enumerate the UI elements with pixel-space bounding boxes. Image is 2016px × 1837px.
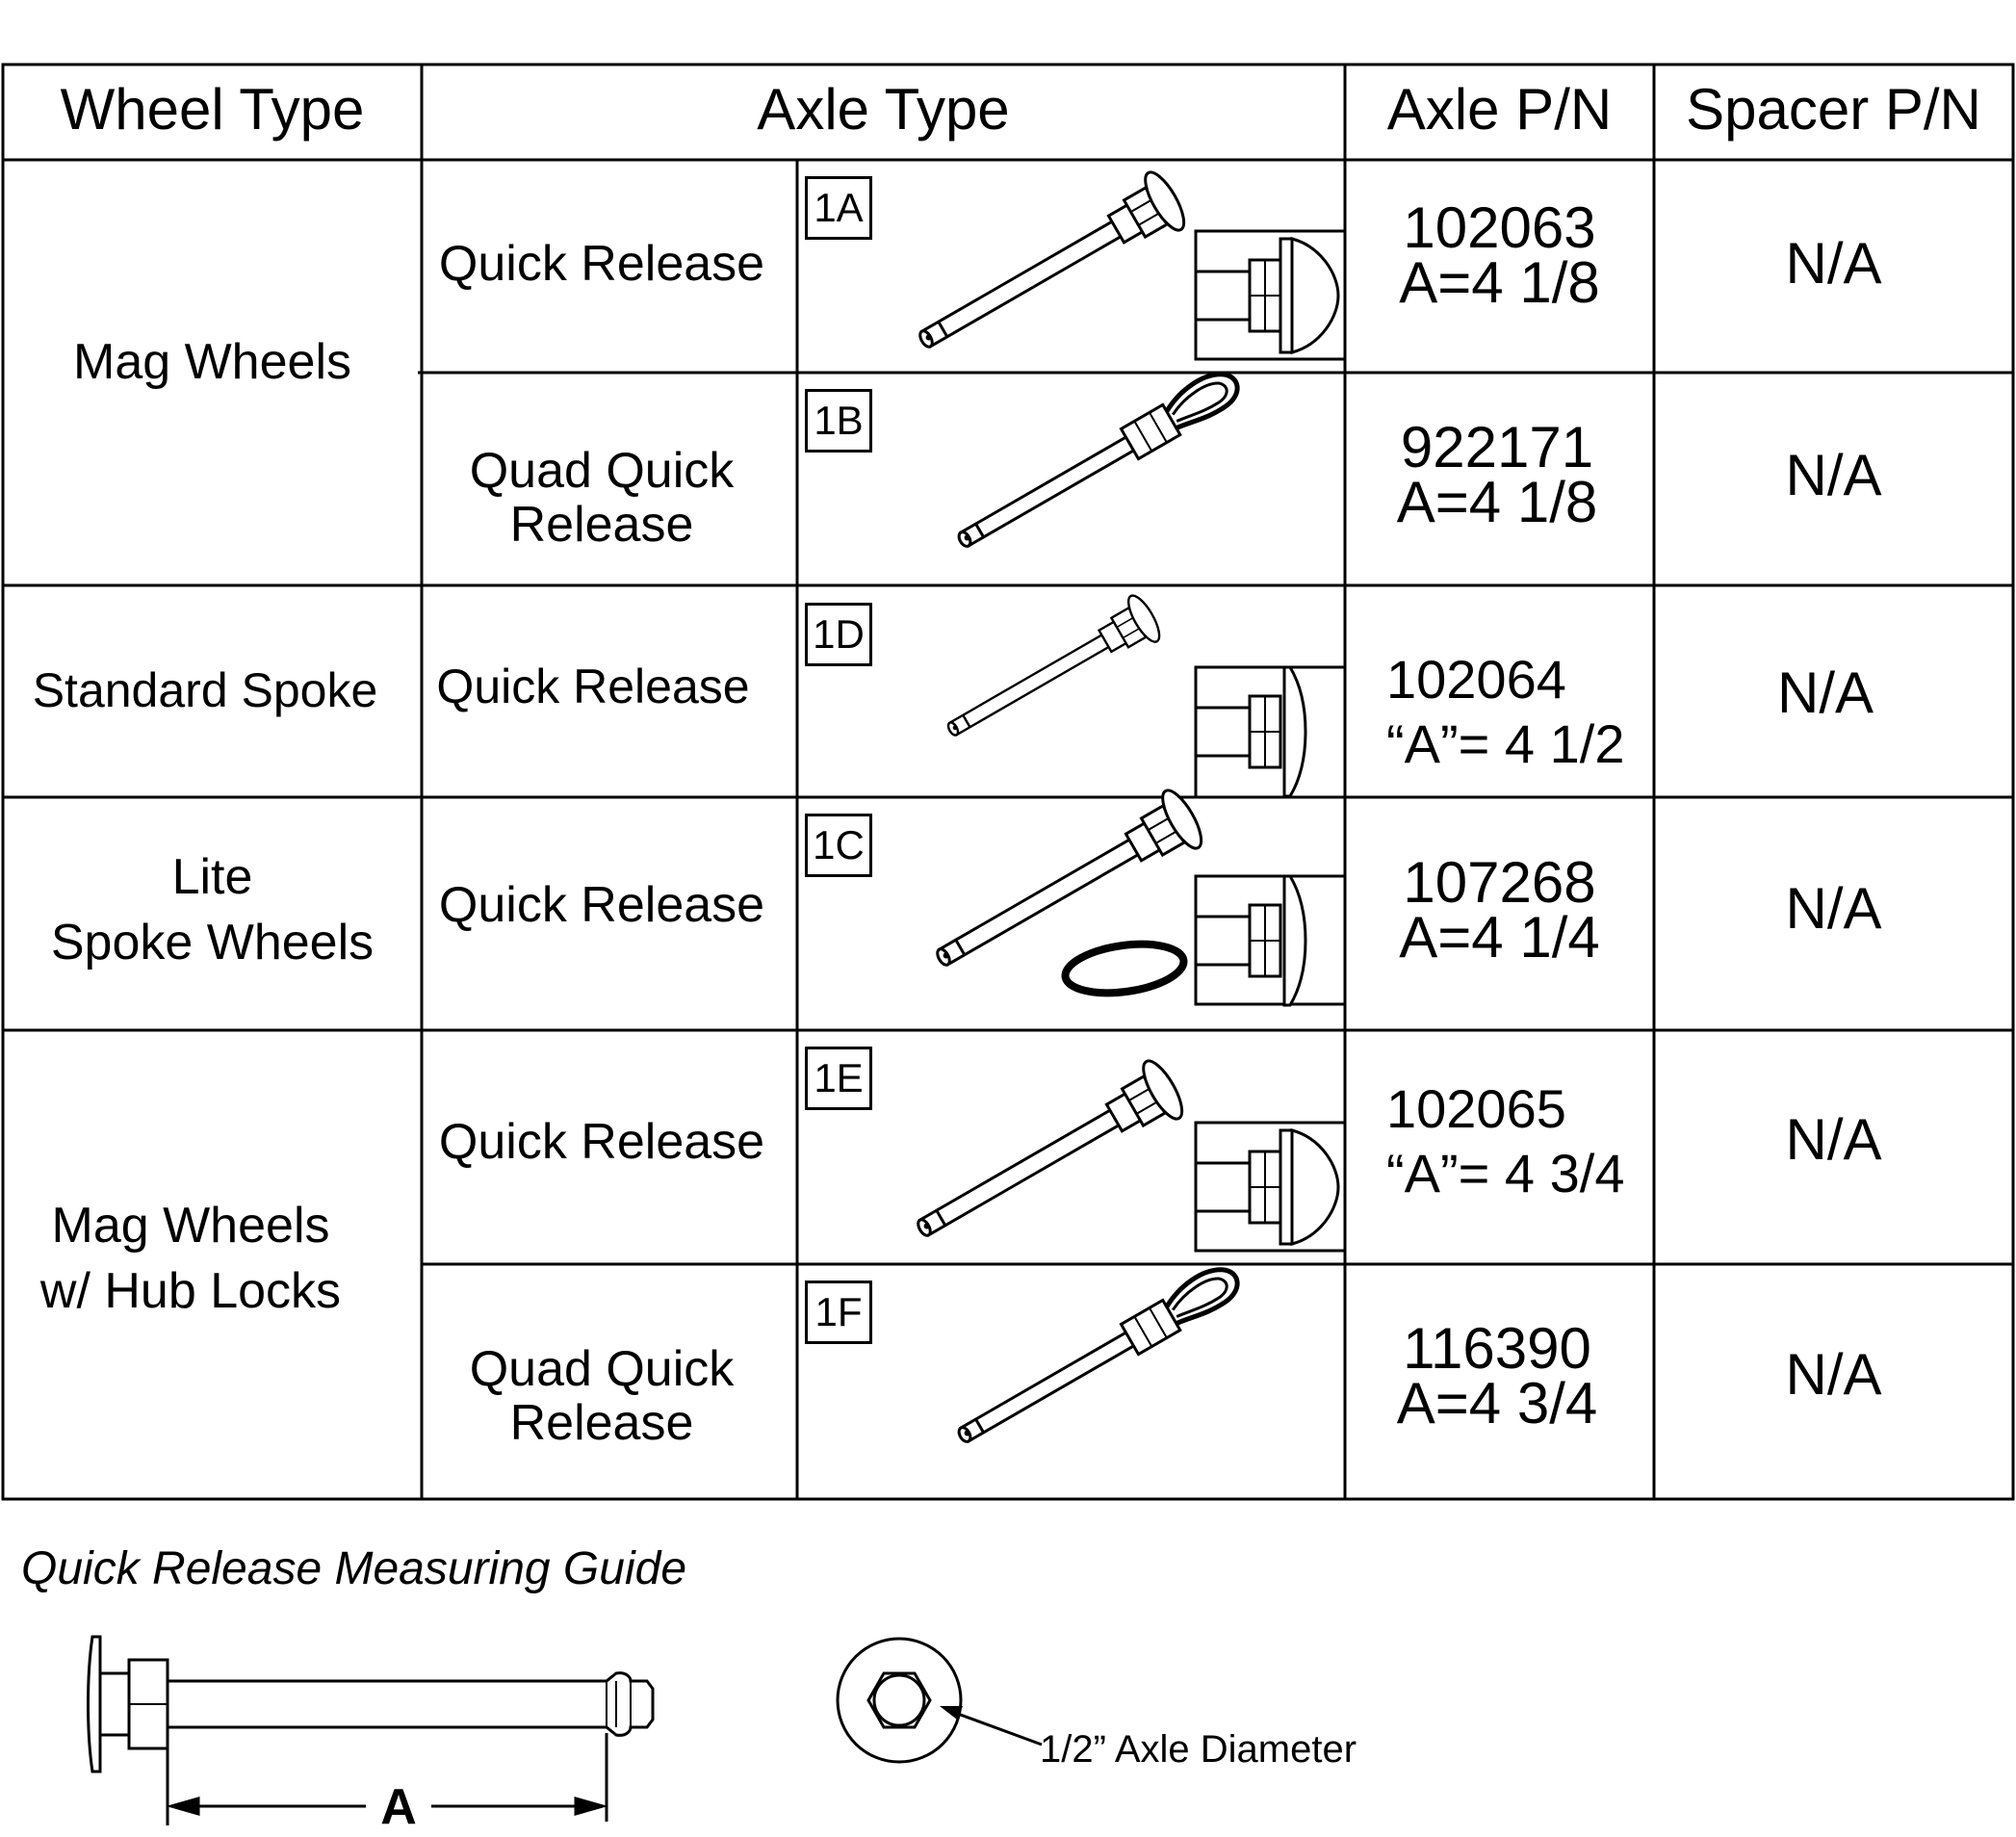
spacer-pn: N/A xyxy=(1785,443,1882,507)
diameter-arrowhead xyxy=(940,1706,963,1720)
spacer-pn: N/A xyxy=(1785,1342,1882,1407)
header-spacer-pn: Spacer P/N xyxy=(1686,77,1981,142)
axle-type-label: Quick Release xyxy=(436,660,750,713)
part-number: 102064 xyxy=(1386,649,1566,710)
axle-code-box: 1B xyxy=(805,389,872,453)
diameter-leader-line xyxy=(946,1708,1043,1746)
axle-code-box: 1A xyxy=(805,176,872,240)
spacer-pn: N/A xyxy=(1785,231,1882,296)
part-number: 922171 xyxy=(1400,415,1594,479)
quick-release-axle-illustration xyxy=(902,1054,1191,1260)
axle-type-label: Quick Release xyxy=(438,1114,765,1170)
retaining-ring-illustration xyxy=(1061,940,1188,997)
part-number: 107268 xyxy=(1403,850,1596,915)
wheel-type-mag-wheels: Mag Wheels xyxy=(73,334,351,390)
axle-length: A=4 1/8 xyxy=(1399,250,1600,315)
axle-diameter-label: 1/2” Axle Diameter xyxy=(1040,1728,1357,1771)
axle-length: A=4 3/4 xyxy=(1396,1371,1598,1436)
quick-release-axle-illustration xyxy=(904,166,1193,372)
axle-side-view xyxy=(87,1635,655,1773)
axle-type-label: Quad Quick Release xyxy=(469,1341,735,1451)
dimension-a-label: A xyxy=(380,1779,417,1835)
axle-code-box: 1C xyxy=(805,814,872,877)
axle-pn-cell: 107268 A=4 1/4 xyxy=(1345,854,1654,967)
axle-type-label: Quick Release xyxy=(438,877,765,933)
axle-pn-cell: 102065 “A”= 4 3/4 xyxy=(1386,1076,1675,1205)
axle-length: A=4 1/8 xyxy=(1396,470,1598,534)
header-wheel-type: Wheel Type xyxy=(60,77,365,142)
axle-end-view xyxy=(836,1637,963,1764)
header-axle-pn: Axle P/N xyxy=(1386,77,1613,142)
axle-pn-cell: 922171 A=4 1/8 xyxy=(1345,419,1649,531)
axle-pn-cell: 102064 “A”= 4 1/2 xyxy=(1386,647,1675,776)
axle-pn-cell: 116390 A=4 3/4 xyxy=(1345,1320,1649,1433)
spacer-pn: N/A xyxy=(1776,660,1874,725)
axle-type-label: Quad Quick Release xyxy=(469,443,735,553)
quick-release-axle-illustration xyxy=(935,590,1167,755)
spacer-pn: N/A xyxy=(1785,1107,1882,1172)
axle-length: “A”= 4 3/4 xyxy=(1386,1143,1625,1204)
axle-code-box: 1E xyxy=(805,1047,872,1110)
wheel-type-mag-hub-locks: Mag Wheels w/ Hub Locks xyxy=(39,1198,342,1319)
part-number: 102063 xyxy=(1403,195,1596,260)
axle-type-label: Quick Release xyxy=(438,236,765,292)
axle-pn-cell: 102063 A=4 1/8 xyxy=(1345,199,1654,312)
wheel-type-lite-spoke: Lite Spoke Wheels xyxy=(50,849,375,970)
wheel-type-standard-spoke: Standard Spoke xyxy=(32,663,378,717)
part-number: 116390 xyxy=(1403,1316,1591,1381)
axle-length: “A”= 4 1/2 xyxy=(1386,713,1625,775)
measuring-guide-title: Quick Release Measuring Guide xyxy=(21,1543,687,1594)
spacer-pn: N/A xyxy=(1785,876,1882,941)
axle-length: A=4 1/4 xyxy=(1399,905,1600,970)
part-number: 102065 xyxy=(1386,1078,1566,1139)
measuring-guide-diagram: A xyxy=(87,1635,1043,1835)
header-axle-type: Axle Type xyxy=(757,77,1010,142)
quick-release-axle-illustration xyxy=(921,784,1210,990)
axle-code-box: 1D xyxy=(805,603,872,666)
quad-quick-release-axle-illustration xyxy=(950,1260,1245,1452)
axle-code-box: 1F xyxy=(805,1281,872,1344)
quad-quick-release-axle-illustration xyxy=(950,365,1245,556)
dimension-a xyxy=(166,1733,608,1825)
